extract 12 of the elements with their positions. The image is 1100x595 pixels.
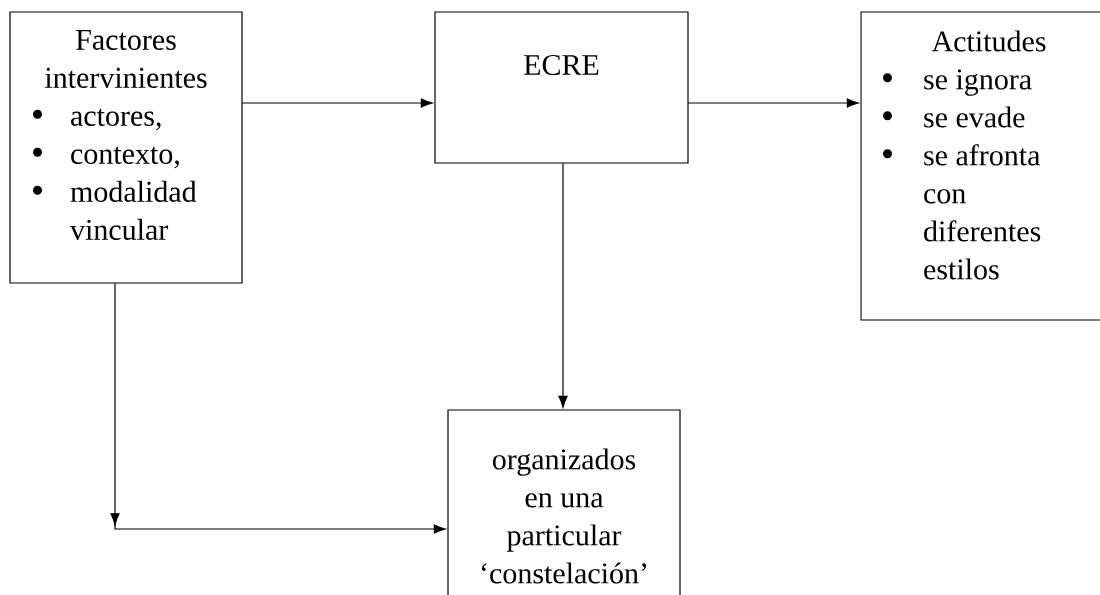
node-label: se evade bbox=[924, 106, 1025, 128]
arrow bbox=[110, 282, 446, 534]
node-label: Actitudes bbox=[931, 30, 1046, 52]
node-label: se afronta con diferentes estilos bbox=[924, 144, 1041, 280]
list-box: Actitudes se ignora se evade se afronta con diferentes estilos bbox=[860, 11, 1100, 321]
arrow bbox=[687, 98, 859, 108]
text-box: ECRE bbox=[434, 11, 689, 164]
arrow bbox=[558, 162, 568, 408]
text-box: organizados en una particular ‘constelación’ bbox=[447, 409, 681, 595]
arrow bbox=[241, 98, 433, 108]
node-label: se ignora bbox=[924, 69, 1032, 96]
list-box: Factores intervinientes actores, contexto, modalidad vincular bbox=[9, 11, 243, 284]
